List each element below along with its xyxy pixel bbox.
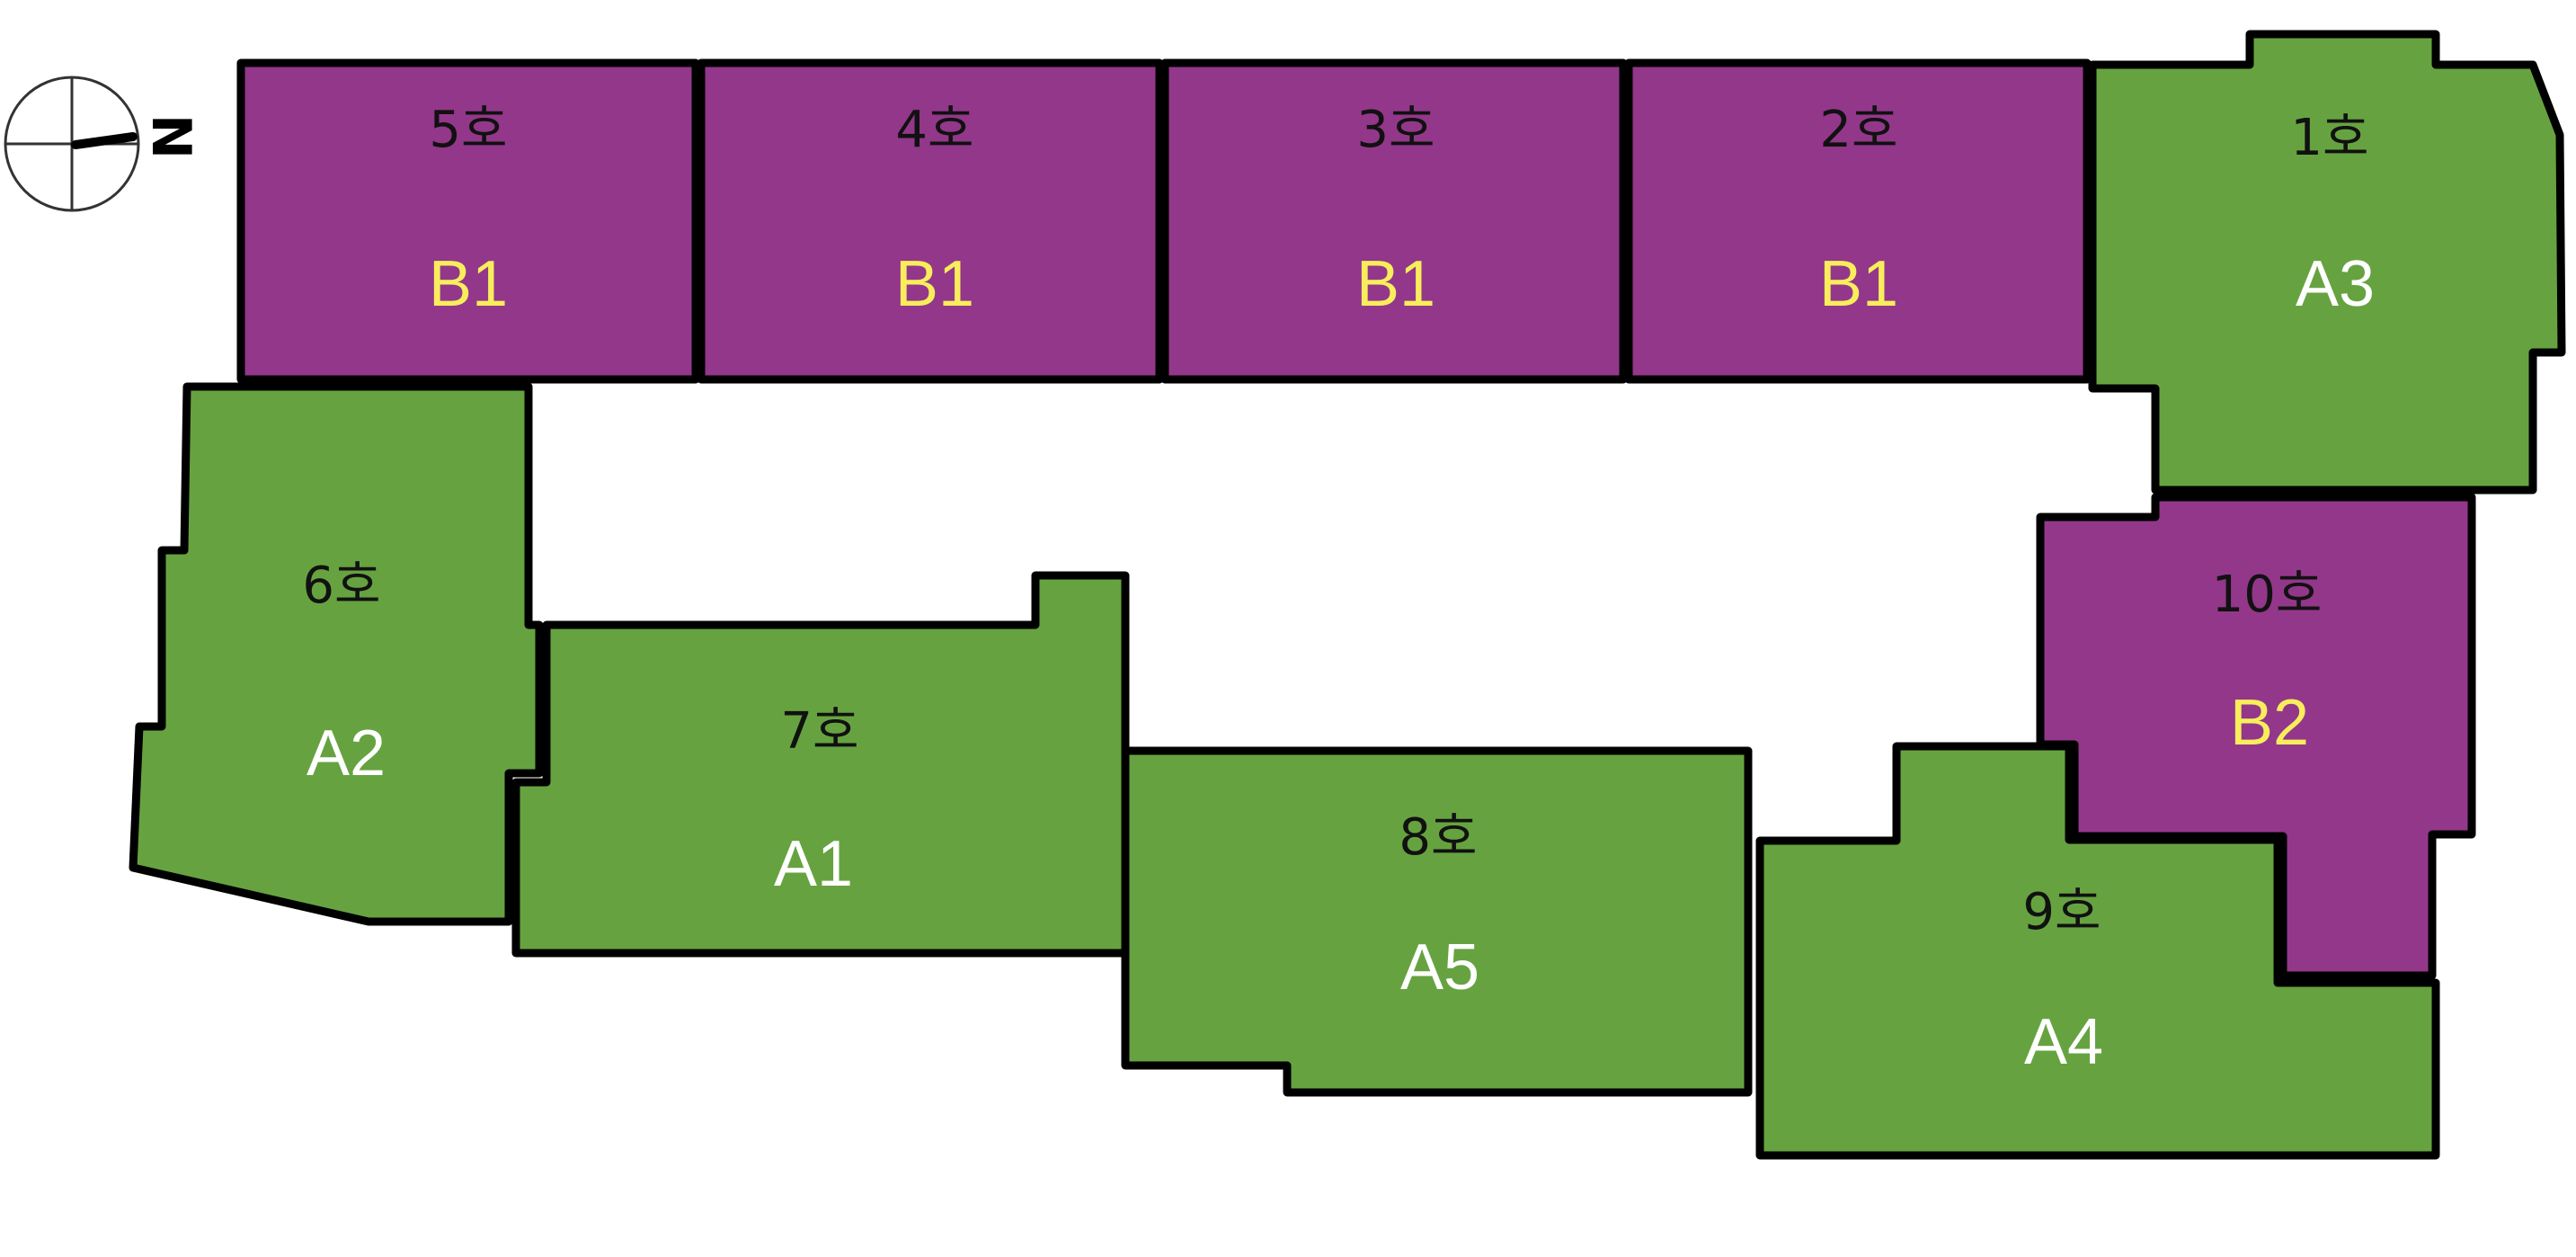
unit-1-number: 1호 (2290, 109, 2368, 167)
unit-2[interactable]: 2호 B1 (1624, 58, 2092, 384)
unit-6-shape[interactable] (129, 382, 544, 926)
unit-6[interactable]: 6호 A2 (129, 382, 544, 926)
unit-2-shape[interactable] (1624, 58, 2092, 384)
unit-5-type: B1 (429, 248, 508, 320)
unit-9[interactable]: 9호 A4 (1755, 742, 2440, 1160)
unit-4-type: B1 (895, 248, 974, 320)
unit-7[interactable]: 7호 A1 (511, 571, 1130, 958)
unit-10-shape[interactable] (2036, 493, 2476, 980)
unit-1[interactable]: 1호 A3 (2088, 30, 2566, 495)
unit-2-number: 2호 (1819, 101, 1897, 159)
unit-3-shape[interactable] (1160, 58, 1628, 384)
compass-north-label: N (139, 114, 202, 159)
unit-4-number: 4호 (895, 101, 973, 159)
unit-10-number: 10호 (2212, 566, 2323, 624)
unit-5[interactable]: 5호 B1 (236, 58, 700, 384)
unit-8-type: A5 (1400, 932, 1479, 1003)
unit-3-number: 3호 (1356, 101, 1435, 159)
unit-8[interactable]: 8호 A5 (1121, 746, 1753, 1097)
unit-4[interactable]: 4호 B1 (697, 58, 1164, 384)
unit-10[interactable]: 10호 B2 (2036, 493, 2476, 980)
compass: N (4, 76, 202, 212)
unit-2-type: B1 (1819, 248, 1898, 320)
unit-6-type: A2 (306, 718, 386, 789)
unit-5-shape[interactable] (236, 58, 700, 384)
unit-9-shape[interactable] (1755, 742, 2440, 1160)
unit-9-number: 9호 (2022, 883, 2101, 941)
unit-10-type: B2 (2230, 687, 2309, 759)
unit-9-type: A4 (2024, 1006, 2103, 1078)
compass-needle-icon (71, 132, 138, 149)
unit-8-shape[interactable] (1121, 746, 1753, 1097)
unit-1-type: A3 (2296, 248, 2375, 320)
unit-3[interactable]: 3호 B1 (1160, 58, 1628, 384)
unit-8-number: 8호 (1399, 808, 1477, 867)
unit-6-number: 6호 (302, 557, 380, 615)
unit-7-number: 7호 (780, 702, 858, 761)
unit-5-number: 5호 (429, 101, 507, 159)
unit-1-shape[interactable] (2088, 30, 2566, 495)
unit-7-type: A1 (774, 828, 853, 900)
unit-3-type: B1 (1356, 248, 1435, 320)
unit-4-shape[interactable] (697, 58, 1164, 384)
